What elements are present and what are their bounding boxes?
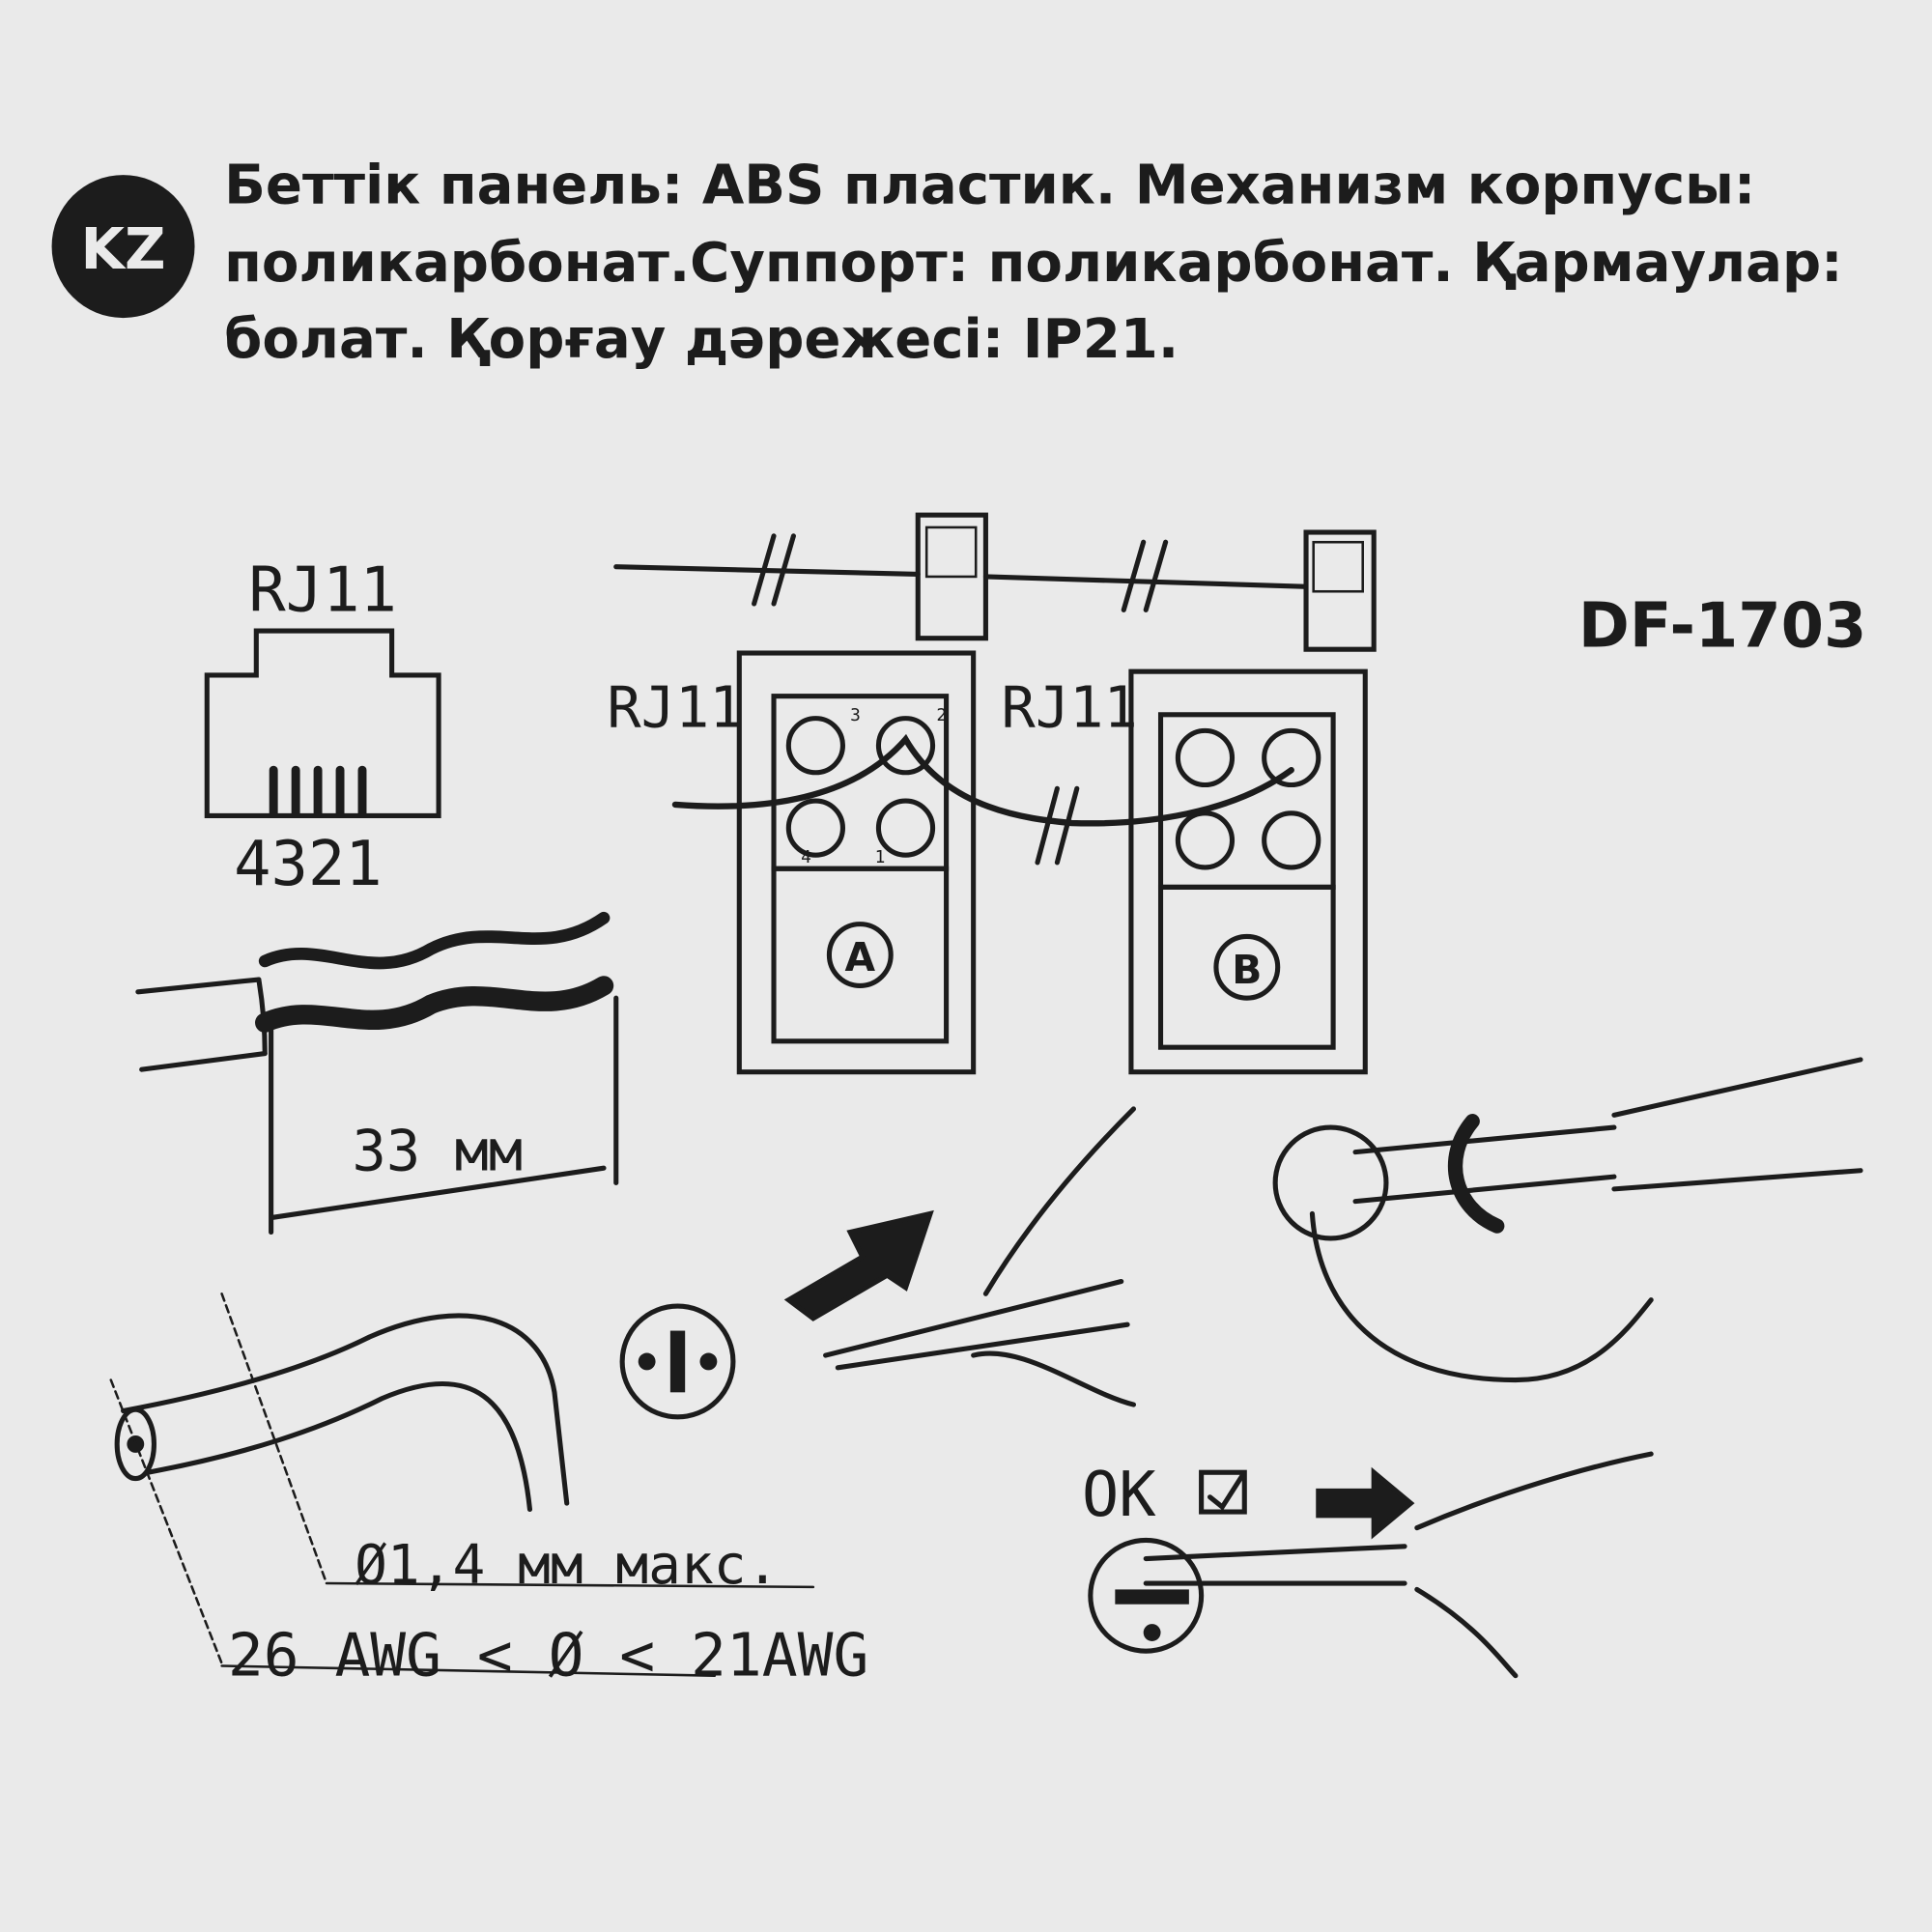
- checkbox-checked-icon: [1199, 1469, 1247, 1515]
- socket-a: RJ11 A 3 2 4 1: [607, 650, 977, 1075]
- pin-numbers: 4321: [234, 829, 383, 900]
- wire-diameter-label: Ø1,4 мм макс.: [355, 1534, 779, 1597]
- description-line-1: Беттік панель: ABS пластик. Механизм кор…: [224, 154, 1755, 216]
- rj11-plug-diagram: RJ11 4321: [204, 555, 441, 900]
- arrow-right-icon: [1316, 1466, 1415, 1540]
- ok-label: OK: [1082, 1460, 1156, 1531]
- terminal-number: 1: [875, 847, 886, 867]
- kz-badge: KZ: [51, 175, 195, 319]
- arrow-icon: [783, 1209, 934, 1321]
- insert-wire-step: [619, 1106, 1137, 1420]
- terminal-number: 4: [801, 847, 811, 867]
- rj11-label: RJ11: [248, 555, 397, 627]
- terminal-number: 2: [936, 705, 947, 725]
- socket-right-rj11-label: RJ11: [1002, 675, 1138, 741]
- wire-gauge-diagram: Ø1,4 мм макс. 26 AWG < Ø < 21AWG: [109, 1293, 868, 1690]
- stripped-cable-diagram: 33 мм: [135, 911, 619, 1236]
- ok-step: OK: [1082, 1451, 1654, 1679]
- telephone-cable: [671, 733, 1294, 827]
- socket-a-label: A: [845, 934, 876, 980]
- kz-badge-label: KZ: [81, 216, 166, 282]
- awg-range-label: 26 AWG < Ø < 21AWG: [228, 1622, 868, 1690]
- socket-left-rj11-label: RJ11: [607, 675, 743, 741]
- model-number: DF-1703: [1578, 591, 1866, 663]
- tighten-screw-step: [1272, 1057, 1863, 1383]
- socket-b-label: B: [1232, 947, 1262, 993]
- description-line-3: болат. Қорғау дәрежесі: IP21.: [224, 308, 1179, 371]
- cable-routing-diagram: [613, 512, 1377, 652]
- strip-length-label: 33 мм: [353, 1119, 524, 1184]
- socket-b: RJ11 B: [1002, 668, 1368, 1075]
- terminal-number: 3: [850, 705, 861, 725]
- description-line-2: поликарбонат.Суппорт: поликарбонат. Қарм…: [224, 232, 1842, 295]
- rotate-arrow-icon: [1447, 1114, 1505, 1234]
